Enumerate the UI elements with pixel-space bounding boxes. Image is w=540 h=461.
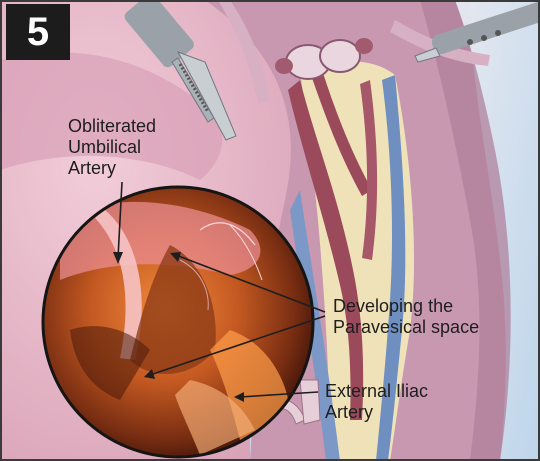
umbilical-artery-label: Obliterated Umbilical Artery [68, 116, 156, 179]
iliac-label-line-1: External Iliac [325, 381, 428, 402]
step-number-badge: 5 [6, 4, 70, 60]
vessel-dot-right [355, 38, 373, 54]
umbilical-label-line-3: Artery [68, 158, 156, 179]
iliac-label-line-2: Artery [325, 402, 428, 423]
umbilical-label-line-1: Obliterated [68, 116, 156, 137]
vessel-dot-left [275, 58, 293, 74]
paravesical-space-label: Developing the Paravesical space [333, 296, 479, 338]
endoscopic-inset [43, 187, 313, 457]
external-iliac-label: External Iliac Artery [325, 381, 428, 423]
step-number: 5 [27, 10, 49, 55]
tissue-flap [300, 380, 320, 424]
umbilical-label-line-2: Umbilical [68, 137, 156, 158]
vessel-section-right [320, 40, 360, 72]
paravesical-label-line-2: Paravesical space [333, 317, 479, 338]
paravesical-label-line-1: Developing the [333, 296, 479, 317]
